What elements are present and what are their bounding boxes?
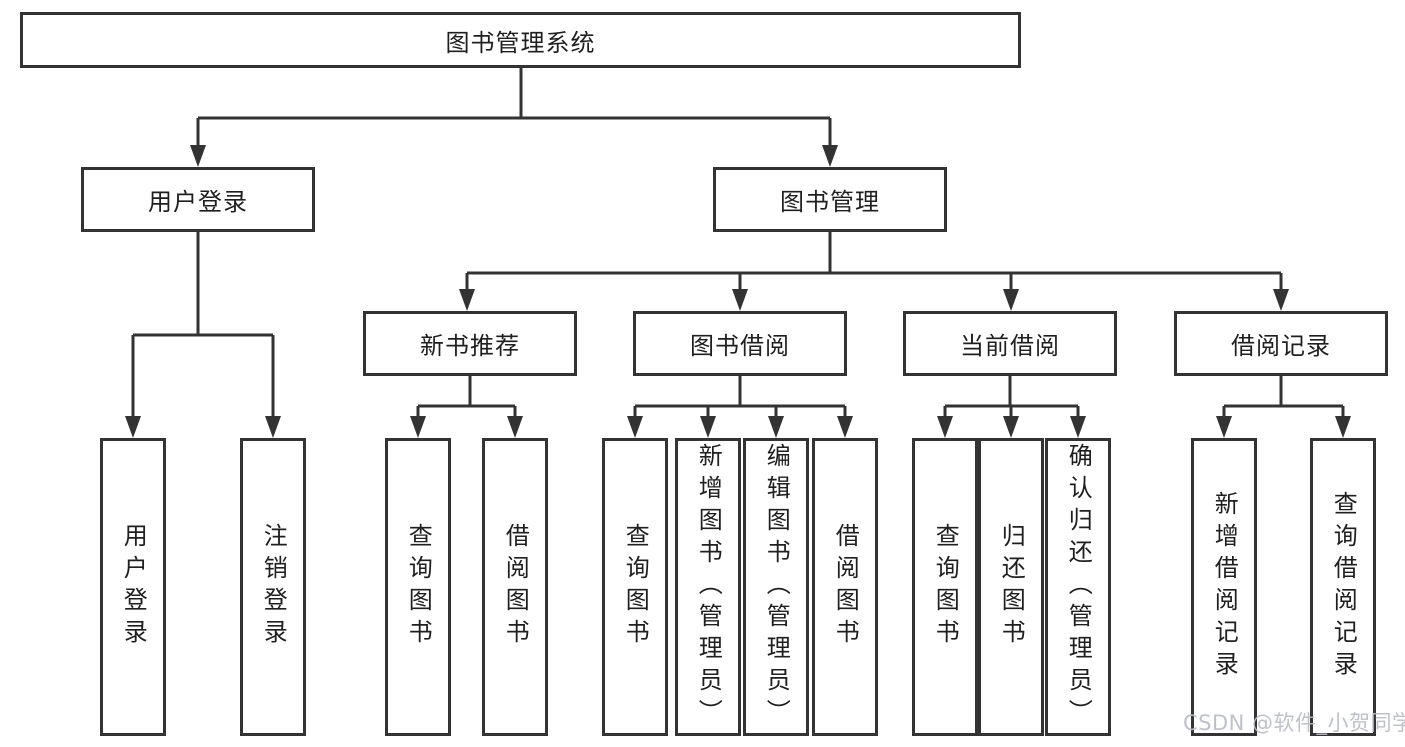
leaf-query-books-current: 查询图书 — [912, 438, 978, 736]
node-book-borrow: 图书借阅 — [633, 311, 847, 376]
leaf-borrow-books-recommend-label: 借阅图书 — [501, 523, 530, 651]
leaf-edit-books-admin: 编辑图书（管理员） — [743, 438, 809, 736]
leaf-confirm-return-admin: 确认归还（管理员） — [1045, 438, 1111, 736]
leaf-borrow-books-label: 借阅图书 — [831, 523, 860, 651]
leaf-query-books-recommend-label: 查询图书 — [404, 523, 433, 651]
node-new-book-recommend-label: 新书推荐 — [420, 332, 520, 360]
leaf-query-borrow-record: 查询借阅记录 — [1310, 438, 1376, 736]
node-user-login: 用户登录 — [81, 167, 315, 232]
node-root: 图书管理系统 — [20, 12, 1021, 68]
leaf-add-borrow-record-label: 新增借阅记录 — [1210, 491, 1239, 683]
leaf-user-login-label: 用户登录 — [119, 523, 148, 651]
node-book-management-label: 图书管理 — [780, 188, 880, 216]
leaf-query-borrow-record-label: 查询借阅记录 — [1329, 491, 1358, 683]
node-current-borrow-label: 当前借阅 — [960, 332, 1060, 360]
leaf-edit-books-admin-label: 编辑图书（管理员） — [762, 443, 791, 731]
leaf-query-books-recommend: 查询图书 — [385, 438, 451, 736]
leaf-logout-login: 注销登录 — [240, 438, 306, 736]
node-book-borrow-label: 图书借阅 — [690, 332, 790, 360]
leaf-add-borrow-record: 新增借阅记录 — [1191, 438, 1257, 736]
leaf-borrow-books-recommend: 借阅图书 — [482, 438, 548, 736]
leaf-query-books-borrow: 查询图书 — [602, 438, 668, 736]
node-root-label: 图书管理系统 — [445, 28, 596, 57]
leaf-query-books-current-label: 查询图书 — [931, 523, 960, 651]
leaf-add-books-admin-label: 新增图书（管理员） — [694, 443, 723, 731]
node-user-login-label: 用户登录 — [148, 188, 248, 216]
leaf-borrow-books: 借阅图书 — [812, 438, 878, 736]
leaf-confirm-return-admin-label: 确认归还（管理员） — [1064, 443, 1093, 731]
node-book-management: 图书管理 — [713, 167, 947, 232]
node-borrow-records-label: 借阅记录 — [1231, 332, 1331, 360]
node-borrow-records: 借阅记录 — [1174, 311, 1388, 376]
leaf-return-books-label: 归还图书 — [997, 523, 1026, 651]
leaf-return-books: 归还图书 — [978, 438, 1044, 736]
leaf-add-books-admin: 新增图书（管理员） — [675, 438, 741, 736]
node-current-borrow: 当前借阅 — [903, 311, 1117, 376]
leaf-user-login: 用户登录 — [100, 438, 166, 736]
csdn-watermark: CSDN @软件_小贺同学 — [1183, 711, 1405, 735]
node-new-book-recommend: 新书推荐 — [363, 311, 577, 376]
leaf-query-books-borrow-label: 查询图书 — [621, 523, 650, 651]
leaf-logout-login-label: 注销登录 — [259, 523, 288, 651]
